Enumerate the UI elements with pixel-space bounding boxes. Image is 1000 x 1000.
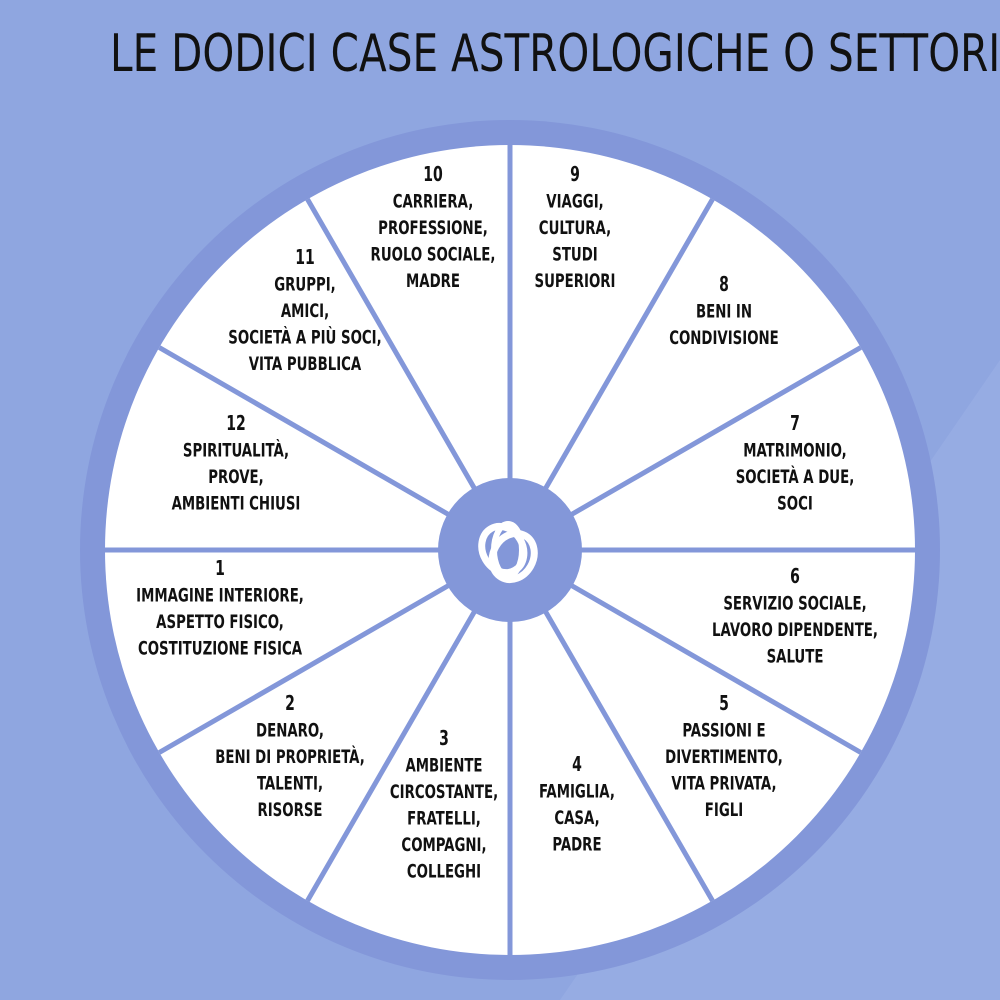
house-description-line: FIGLI <box>705 799 743 821</box>
house-description-line: SPIRITUALITÀ, <box>183 438 289 463</box>
house-description-line: AMBIENTE <box>405 755 482 777</box>
house-description-line: COMPAGNI, <box>401 834 486 856</box>
house-description-line: CONDIVISIONE <box>669 327 779 349</box>
house-description-line: PROFESSIONE, <box>378 217 488 239</box>
sector-dividers <box>105 145 915 955</box>
house-description-line: BENI DI PROPRIETÀ, <box>215 744 365 769</box>
house-description-line: FRATELLI, <box>407 808 481 830</box>
house-description-line: RISORSE <box>257 799 322 821</box>
page-title: LE DODICI CASE ASTROLOGICHE O SETTORI <box>110 24 1000 84</box>
house-description-line: SOCI <box>777 493 813 515</box>
house-description-line: CASA, <box>554 807 599 829</box>
house-description-line: MADRE <box>406 270 460 292</box>
sector-divider <box>305 198 478 491</box>
house-number: 7 <box>790 412 800 435</box>
house-description-line: DIVERTIMENTO, <box>665 746 783 768</box>
house-number: 12 <box>226 412 246 435</box>
house-number: 3 <box>439 727 449 750</box>
house-description-line: PADRE <box>552 834 601 856</box>
sector-divider <box>569 345 862 518</box>
sector-divider <box>158 582 451 755</box>
house-description-line: SALUTE <box>767 646 824 668</box>
house-description-line: CIRCOSTANTE, <box>390 781 498 803</box>
house-description-line: FAMIGLIA, <box>539 781 615 803</box>
sector-divider <box>569 582 862 755</box>
house-description-line: COSTITUZIONE FISICA <box>138 638 302 660</box>
house-description-line: RUOLO SOCIALE, <box>371 244 496 266</box>
house-description-line: PROVE, <box>208 466 263 488</box>
house-number: 2 <box>285 692 295 715</box>
house-number: 1 <box>215 557 225 580</box>
sector-divider <box>542 609 715 902</box>
house-number: 5 <box>719 692 729 715</box>
center-hub <box>438 478 582 622</box>
house-description-line: PASSIONI E <box>682 720 765 742</box>
house-description-line: LAVORO DIPENDENTE, <box>712 619 878 641</box>
house-description-line: ASPETTO FISICO, <box>156 611 284 633</box>
house-description-line: COLLEGHI <box>407 861 481 883</box>
house-description-line: SUPERIORI <box>535 270 616 292</box>
house-number: 10 <box>423 163 443 186</box>
house-description-line: AMBIENTI CHIUSI <box>172 493 301 515</box>
house-description-line: CULTURA, <box>539 217 611 239</box>
house-description-line: STUDI <box>552 244 598 266</box>
house-description-line: VITA PUBBLICA <box>249 353 362 375</box>
house-description-line: SOCIETÀ A DUE, <box>736 464 855 489</box>
house-description-line: TALENTI, <box>257 773 323 795</box>
house-description-line: IMMAGINE INTERIORE, <box>136 585 304 607</box>
house-description-line: DENARO, <box>256 720 324 742</box>
house-description-line: SERVIZIO SOCIALE, <box>723 593 866 615</box>
house-description-line: VITA PRIVATA, <box>671 773 776 795</box>
interlocking-rings-logo-icon <box>478 521 538 584</box>
house-description-line: GRUPPI, <box>274 274 336 296</box>
house-number: 4 <box>572 753 582 776</box>
house-number: 6 <box>790 565 800 588</box>
house-description-line: VIAGGI, <box>546 191 603 213</box>
house-number: 9 <box>570 163 580 186</box>
house-description-line: CARRIERA, <box>393 191 474 213</box>
sector-divider <box>158 345 451 518</box>
sector-divider <box>305 609 478 902</box>
house-description-line: AMICI, <box>281 300 329 322</box>
sector-divider <box>542 198 715 491</box>
house-number: 8 <box>719 273 729 296</box>
house-description-line: MATRIMONIO, <box>743 440 846 462</box>
house-description-line: BENI IN <box>696 301 752 323</box>
house-description-line: SOCIETÀ A PIÙ SOCI, <box>228 325 381 350</box>
house-number: 11 <box>295 246 315 269</box>
